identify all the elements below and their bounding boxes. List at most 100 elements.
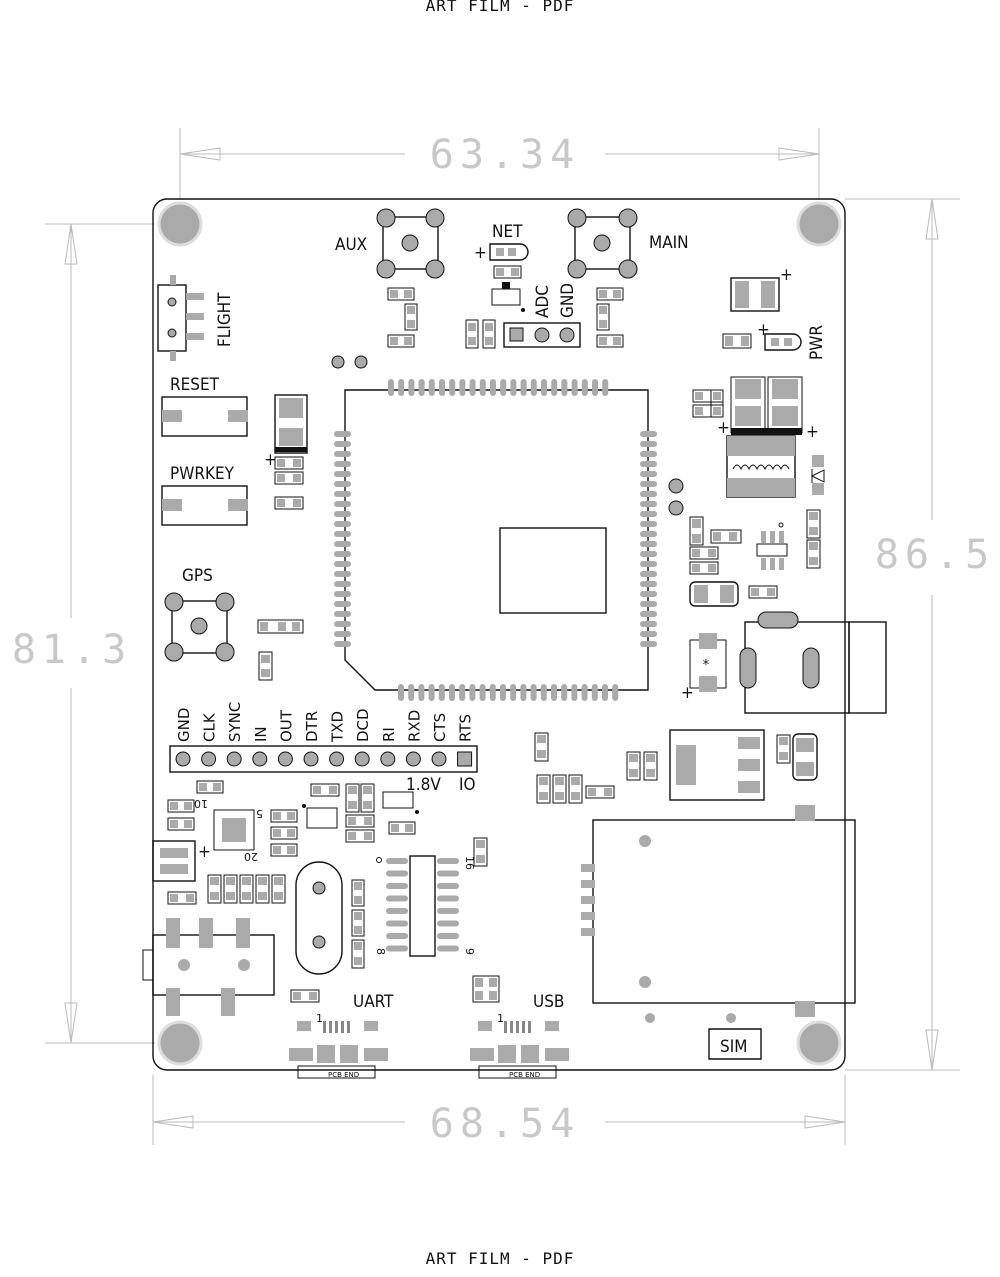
crystal <box>295 861 343 975</box>
soic-pad <box>437 895 459 902</box>
adc-header <box>503 322 581 348</box>
soic-pad <box>386 895 408 902</box>
module-pad <box>602 379 609 396</box>
module-pad <box>592 379 598 396</box>
usb-micro-usb <box>470 1021 569 1079</box>
soic-pad <box>386 933 408 939</box>
ic-pin-16: 16 <box>463 856 476 870</box>
soic-pad <box>437 883 459 889</box>
reset-button <box>161 396 248 437</box>
cap-plus-top-right: + <box>780 265 793 285</box>
header-pin-label-gnd: GND <box>175 708 193 742</box>
header-pin <box>201 751 217 767</box>
label-gnd-top: GND <box>558 283 578 318</box>
module-pad <box>418 379 425 396</box>
header-pin <box>277 751 293 767</box>
module-pad <box>490 379 496 396</box>
aux-button <box>376 208 445 279</box>
soic-pad <box>386 858 408 864</box>
header-pin-label-dcd: DCD <box>354 708 372 742</box>
ic-pin-9: 9 <box>463 948 476 955</box>
module-pad <box>581 379 588 396</box>
module-pad <box>334 631 351 637</box>
label-io: IO <box>459 775 476 795</box>
ldo-output-capacitor <box>792 733 818 781</box>
label-gps: GPS <box>182 566 213 586</box>
uart-micro-usb <box>289 1021 388 1079</box>
antenna-connector <box>739 611 887 714</box>
soic-pad <box>386 908 408 914</box>
header-pin-label-txd: TXD <box>329 711 347 743</box>
soic-pad <box>386 945 408 952</box>
battery-connector <box>152 840 196 882</box>
module-pad <box>640 551 657 557</box>
module-pad <box>640 501 657 507</box>
module-pad <box>334 611 351 617</box>
module-pad <box>591 684 598 701</box>
usb-pin-1: 1 <box>497 1012 504 1025</box>
module-pad <box>428 684 435 701</box>
uart-pcb-end: PCB END <box>328 1071 359 1079</box>
header-pin <box>354 751 370 767</box>
board-outline <box>152 198 846 1071</box>
module-pad <box>551 684 557 701</box>
pwr-plus: + <box>757 320 770 340</box>
module-pad <box>334 591 351 597</box>
top-header: ART FILM - PDF <box>425 0 575 15</box>
soic-pad <box>386 870 408 877</box>
soic-pad <box>386 883 408 889</box>
ic-pin-8: 8 <box>374 948 387 955</box>
module-pad <box>640 511 657 517</box>
main-module <box>334 379 657 701</box>
module-pad <box>334 561 351 567</box>
module-pad <box>540 684 547 701</box>
module-pad <box>479 684 486 701</box>
module-pad <box>334 621 351 627</box>
module-pad <box>334 471 351 477</box>
buck-regulator <box>756 522 788 570</box>
module-pad <box>640 611 657 617</box>
status-led: * <box>689 633 727 692</box>
mounting-holes <box>157 201 842 1066</box>
module-pad <box>334 531 351 537</box>
label-uart: UART <box>353 992 394 1012</box>
module-pad <box>581 684 588 701</box>
lower-left-pads <box>170 783 485 1000</box>
module-pad <box>334 501 351 507</box>
header-pin-row <box>175 751 473 767</box>
label-pwr: PWR <box>807 325 827 360</box>
module-pad <box>640 471 657 477</box>
uart-pin-1: 1 <box>316 1012 323 1025</box>
soic-pad <box>437 933 459 939</box>
module-pad <box>510 379 517 396</box>
module-pad <box>640 521 657 527</box>
cap-plus-left: + <box>264 450 277 470</box>
module-pad <box>334 581 351 587</box>
module-pad <box>612 684 619 701</box>
label-pwrkey: PWRKEY <box>170 464 235 484</box>
module-pad <box>640 491 657 497</box>
header-pin-label-clk: CLK <box>201 712 219 742</box>
module-pad <box>388 379 394 396</box>
net-led <box>489 243 529 261</box>
module-pad <box>449 684 455 701</box>
header-pin <box>303 751 319 767</box>
module-pad <box>640 461 657 467</box>
gps-passives <box>257 619 304 681</box>
right-mid-passives <box>689 509 821 599</box>
module-pad <box>500 379 507 396</box>
module-pad <box>530 684 537 701</box>
module-pad <box>418 684 425 701</box>
module-pad <box>449 379 456 396</box>
module-pad <box>602 684 608 701</box>
header-pin-label-rxd: RXD <box>405 710 423 742</box>
soic-pad <box>437 858 459 864</box>
module-pad <box>334 551 351 557</box>
module-pad <box>469 684 476 701</box>
ic-pin-10: 10 <box>194 797 208 810</box>
usb-pcb-end: PCB END <box>509 1071 540 1079</box>
net-plus: + <box>474 243 487 263</box>
soic-pad <box>437 908 459 914</box>
cap-plus-power-right: + <box>806 422 819 442</box>
